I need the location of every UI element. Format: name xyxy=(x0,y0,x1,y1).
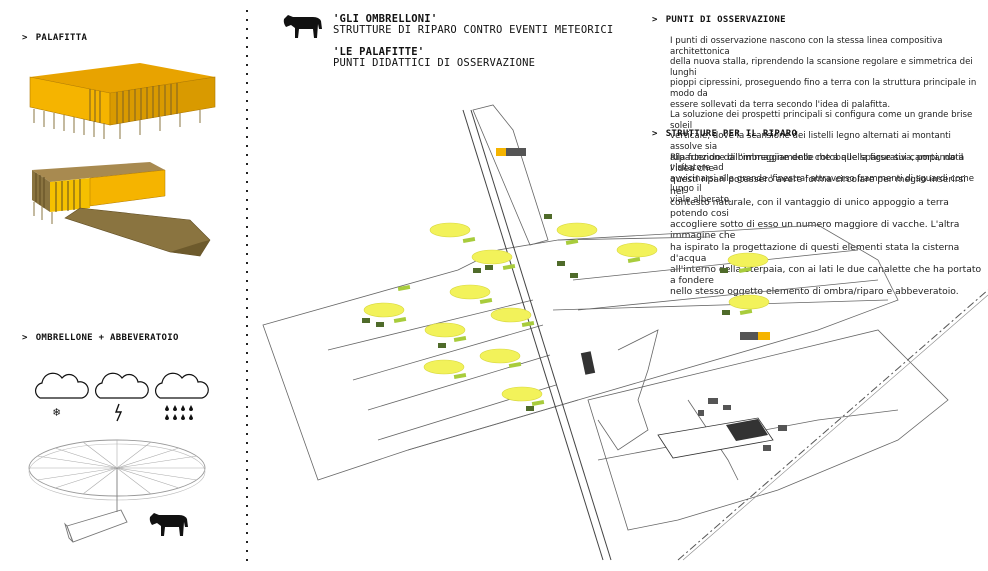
observation-point-north xyxy=(496,148,526,156)
palafitta-model-open xyxy=(32,162,211,257)
palafitte-title: 'LE PALAFITTE' xyxy=(333,46,425,58)
shelter-text: Ripartendo dall'immagine delle rotoballe… xyxy=(670,152,982,298)
palafitta-model-closed xyxy=(29,63,216,139)
cow-icon xyxy=(149,513,188,536)
snow-icon: ❄ xyxy=(53,405,61,419)
title-block-palafitte: 'LE PALAFITTE' PUNTI DIDATTICI DI OSSERV… xyxy=(333,47,535,69)
observation-point-east xyxy=(740,332,770,340)
title-block-ombrelloni: 'GLI OMBRELLONI' STRUTTURE DI RIPARO CON… xyxy=(333,14,613,36)
site-plan xyxy=(262,104,988,561)
palafitta-heading: > PALAFITTA xyxy=(22,33,88,43)
rain-icon xyxy=(165,405,193,420)
chevron-right-icon: > xyxy=(22,33,28,43)
ombrellone-heading: > OMBRELLONE + ABBEVERATOIO xyxy=(22,333,179,343)
observation-text: I punti di osservazione nascono con la s… xyxy=(670,36,977,205)
cloud-icon xyxy=(94,372,149,399)
cloud-icon xyxy=(154,372,209,399)
observation-heading: > PUNTI DI OSSERVAZIONE xyxy=(652,15,786,25)
palafitte-subtitle: PUNTI DIDATTICI DI OSSERVAZIONE xyxy=(333,57,536,69)
column-divider xyxy=(246,10,248,565)
ombrelloni-subtitle: STRUTTURE DI RIPARO CONTRO EVENTI METEOR… xyxy=(333,24,614,36)
cow-icon xyxy=(283,15,322,38)
umbrella-trough-model xyxy=(28,439,206,543)
chevron-right-icon: > xyxy=(22,333,28,343)
ombrelloni-title: 'GLI OMBRELLONI' xyxy=(333,13,438,25)
lightning-icon xyxy=(114,403,123,422)
chevron-right-icon: > xyxy=(652,129,658,139)
chevron-right-icon: > xyxy=(652,15,658,25)
cloud-icon xyxy=(34,372,89,399)
shelter-heading: > STRUTTURE PER IL RIPARO xyxy=(652,129,798,139)
